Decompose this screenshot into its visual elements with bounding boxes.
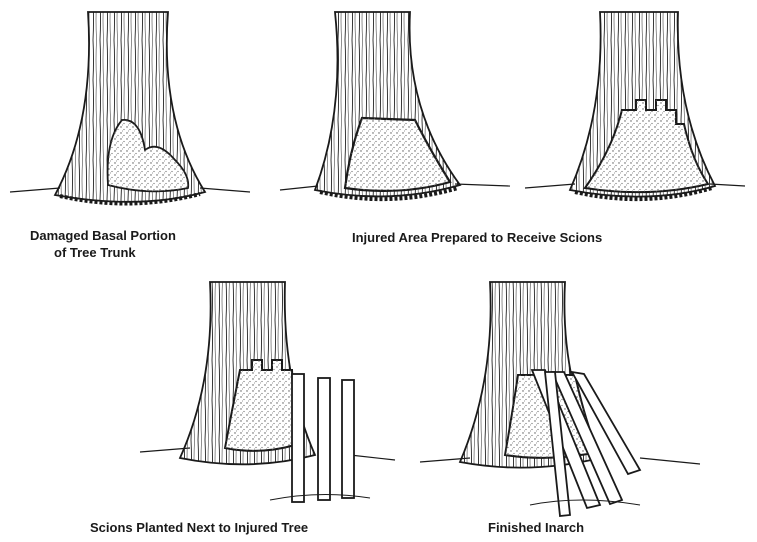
caption-prepared: Injured Area Prepared to Receive Scions	[352, 230, 602, 246]
scion	[342, 380, 354, 498]
tree-damaged	[10, 12, 250, 204]
tree-finished-inarch	[420, 282, 700, 516]
caption-finished: Finished Inarch	[488, 520, 584, 536]
caption-damaged-line1: Damaged Basal Portion	[30, 228, 176, 244]
tree-notched	[525, 12, 745, 199]
scion	[292, 374, 304, 502]
ground-line	[455, 184, 510, 186]
ground-line	[525, 184, 575, 188]
scion	[318, 378, 330, 500]
tree-scions-planted	[140, 282, 395, 502]
ground-line	[10, 188, 60, 192]
ground-line	[200, 188, 250, 192]
caption-damaged-line2: of Tree Trunk	[54, 245, 136, 261]
caption-scions-planted: Scions Planted Next to Injured Tree	[90, 520, 308, 536]
ground-line	[350, 455, 395, 460]
ground-line	[280, 186, 318, 190]
ground-line	[640, 458, 700, 464]
tree-prepared	[280, 12, 510, 199]
